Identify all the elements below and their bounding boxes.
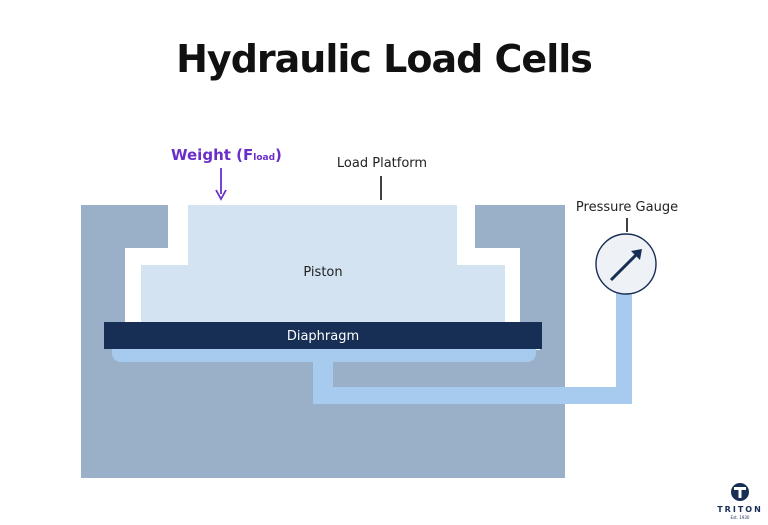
logo-name: TRITON xyxy=(717,505,763,514)
diaphragm-label: Diaphragm xyxy=(287,329,359,344)
arrow-up-right-icon xyxy=(609,249,642,282)
arrow-down-icon xyxy=(215,168,227,201)
fluid-chamber xyxy=(112,348,536,362)
piston-label: Piston xyxy=(303,265,342,280)
pressure-gauge xyxy=(595,233,657,295)
load-platform-label: Load Platform xyxy=(337,156,427,171)
piston xyxy=(141,205,505,322)
housing-block xyxy=(81,205,565,478)
triton-logo: TRITON Est. 1930 xyxy=(717,483,763,520)
fluid-pipe xyxy=(313,290,632,404)
weight-label: Weight (Fload) xyxy=(171,146,282,164)
pressure-gauge-label: Pressure Gauge xyxy=(576,200,678,215)
page-title: Hydraulic Load Cells xyxy=(176,37,592,81)
logo-tagline: Est. 1930 xyxy=(731,515,750,520)
diaphragm xyxy=(104,322,542,349)
